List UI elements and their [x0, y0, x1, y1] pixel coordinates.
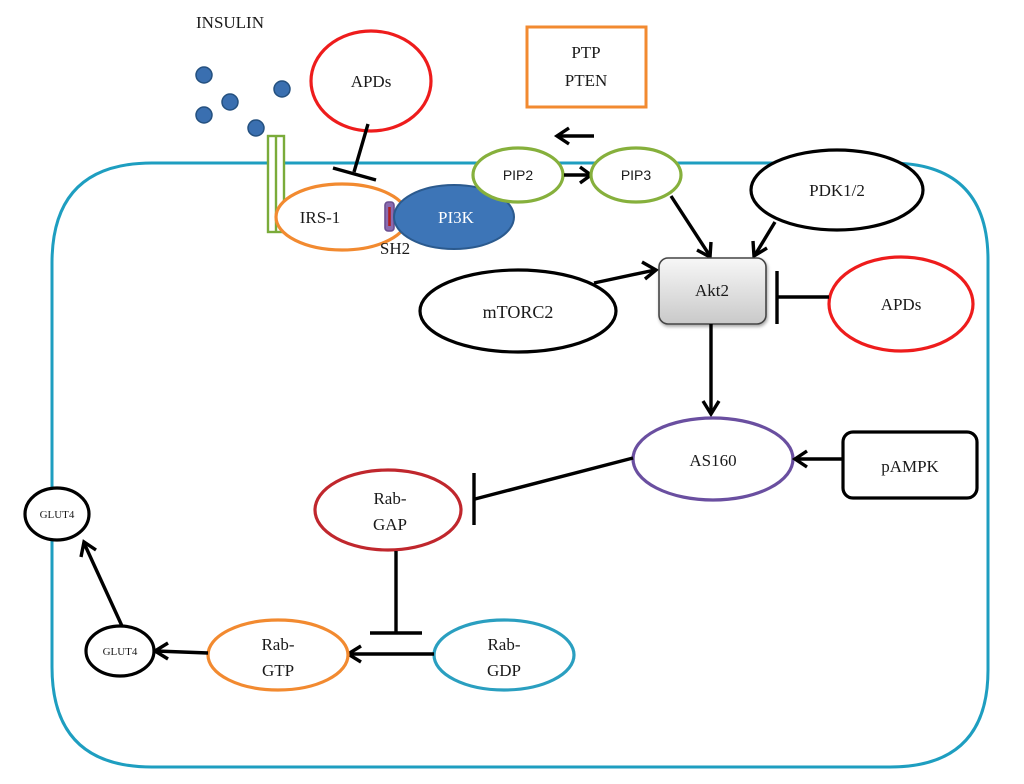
glut4-membrane-label: GLUT4 — [40, 509, 75, 521]
rabgap-label-line2: GAP — [373, 515, 407, 534]
pampk-label: pAMPK — [881, 457, 939, 476]
insulin-molecules — [195, 66, 291, 137]
apds-node-top[interactable]: APDs — [309, 29, 433, 133]
insulin-molecule — [195, 106, 213, 124]
apds-right-label: APDs — [881, 295, 922, 314]
rabgtp-to-glut4-arrow — [151, 641, 209, 661]
pip2-node[interactable]: PIP2 — [471, 146, 565, 204]
rabgtp-node[interactable]: Rab- GTP — [206, 618, 350, 692]
cell-membrane — [50, 161, 990, 769]
pip3-node[interactable]: PIP3 — [589, 146, 683, 204]
irs1-label: IRS-1 — [300, 208, 341, 227]
pip3-to-akt2-arrow — [669, 195, 713, 260]
pip2-label: PIP2 — [503, 167, 534, 183]
pip3-label: PIP3 — [621, 167, 652, 183]
akt2-node[interactable]: Akt2 — [658, 257, 767, 325]
insulin-molecule — [273, 80, 291, 98]
insulin-molecule — [221, 93, 239, 111]
pten-arrow — [553, 126, 594, 146]
ptp-pten-box[interactable]: PTP PTEN — [525, 25, 648, 109]
pampk-node[interactable]: pAMPK — [841, 430, 979, 500]
pip2-to-pip3-arrow — [564, 165, 594, 185]
pdk-node[interactable]: PDK1/2 — [749, 148, 925, 232]
insulin-label: INSULIN — [196, 13, 264, 32]
apds-inhibits-irs1 — [332, 123, 377, 182]
rabgtp-label-line2: GTP — [262, 661, 294, 680]
glut4-membrane-node[interactable]: GLUT4 — [23, 486, 91, 542]
rabgdp-to-rabgtp-arrow — [344, 644, 434, 664]
sh2-domain: SH2 — [380, 201, 410, 258]
as160-label: AS160 — [689, 451, 736, 470]
apds-top-label: APDs — [351, 72, 392, 91]
akt2-label: Akt2 — [695, 281, 729, 300]
ptp-label: PTP — [571, 43, 600, 62]
pten-label: PTEN — [565, 71, 608, 90]
rabgap-label-line1: Rab- — [373, 489, 406, 508]
rabgap-node[interactable]: Rab- GAP — [313, 468, 463, 552]
insulin-molecule — [247, 119, 265, 137]
as160-inhibits-rabgap — [472, 456, 634, 525]
mtorc2-node[interactable]: mTORC2 — [418, 268, 618, 354]
mtorc2-label: mTORC2 — [483, 302, 554, 322]
apds-node-right[interactable]: APDs — [827, 255, 975, 353]
glut4-vesicle-label: GLUT4 — [103, 646, 138, 658]
pampk-to-as160-arrow — [791, 449, 843, 469]
rabgap-inhibits-conversion — [370, 551, 422, 635]
pdk-label: PDK1/2 — [809, 181, 865, 200]
rabgdp-label-line1: Rab- — [487, 635, 520, 654]
akt2-to-as160-arrow — [701, 324, 721, 418]
sh2-label: SH2 — [380, 239, 410, 258]
as160-node[interactable]: AS160 — [631, 416, 795, 502]
pi3k-node[interactable]: PI3K — [393, 184, 515, 250]
apds-inhibits-akt2 — [775, 271, 829, 324]
rabgtp-label-line1: Rab- — [261, 635, 294, 654]
pi3k-label: PI3K — [438, 208, 475, 227]
rabgdp-node[interactable]: Rab- GDP — [432, 618, 576, 692]
glut4-vesicle-node[interactable]: GLUT4 — [84, 624, 156, 678]
glut4-translocation-arrow — [79, 539, 124, 627]
rabgdp-label-line2: GDP — [487, 661, 521, 680]
mtorc2-to-akt2-arrow — [593, 260, 659, 285]
pdk-to-akt2-arrow — [751, 221, 777, 259]
insulin-molecule — [195, 66, 213, 84]
